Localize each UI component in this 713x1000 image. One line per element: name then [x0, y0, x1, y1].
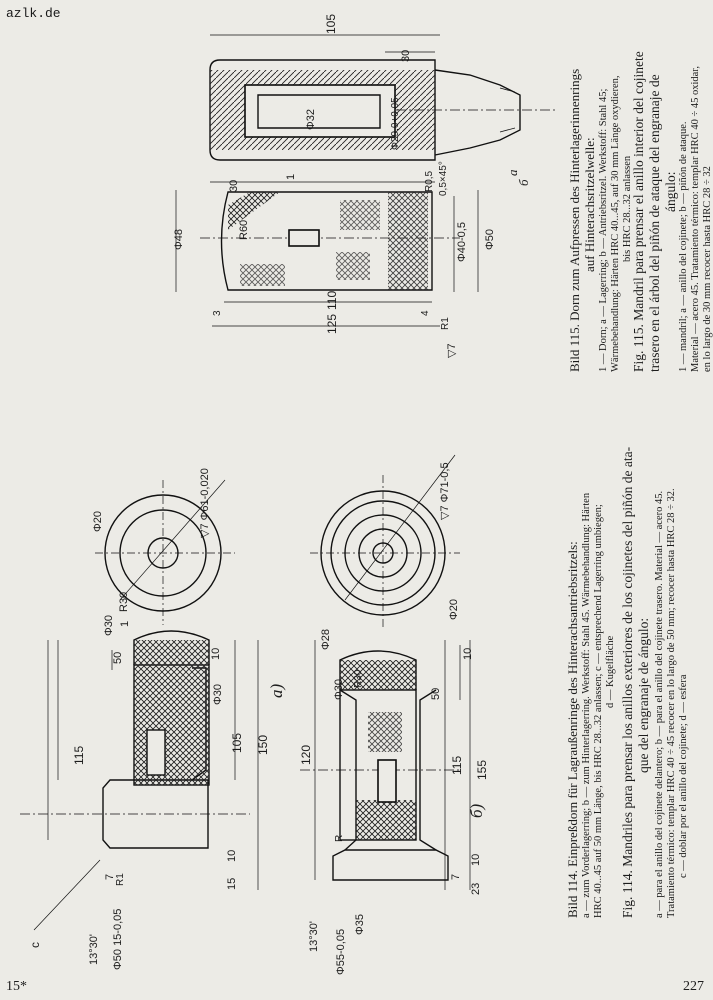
dim-115-phi50: Φ50	[484, 228, 496, 250]
dim-a-c: c	[28, 942, 42, 948]
label-115-b: б	[516, 179, 531, 186]
dim-a-150: 150	[256, 734, 270, 755]
dim-b-outer: ▽7 Φ71-0,5	[439, 462, 451, 520]
fig114-legend-es-3: c — doblar por el anillo del cojinete; d…	[678, 674, 689, 878]
dim-b-phi28: Φ28	[320, 628, 332, 650]
dim-a-one: 1	[119, 620, 131, 627]
dim-a-outer: ▽7 Φ61-0,020	[199, 468, 211, 538]
dim-a-phi30: Φ30	[103, 614, 115, 636]
dim-115-phi40: Φ40-0,5	[456, 222, 468, 262]
dim-b-50: 50	[430, 687, 442, 700]
section-b	[310, 454, 460, 630]
fig115-title-es-1: Fig. 115. Mandril para prensar el anillo…	[631, 51, 646, 372]
fig115-caption-es: Fig. 115. Mandril para prensar el anillo…	[631, 51, 679, 372]
fig114-legend-de: a — zum Vorderlagerring; b — zum Hinterl…	[581, 493, 617, 918]
dim-b-120: 120	[299, 744, 313, 765]
fig114-legend-de-2: HRC 40...45 auf 50 mm Länge, bis HRC 28.…	[593, 504, 604, 918]
dim-a-10: 10	[210, 647, 222, 660]
dim-115-30b: 30	[228, 179, 240, 192]
dim-a-angle: 13°30'	[88, 934, 100, 965]
label-b: б)	[467, 803, 486, 818]
label-115-a: a	[505, 169, 520, 177]
dim-b-angle: 13°30'	[308, 921, 320, 952]
dim-b-r: R	[334, 834, 345, 842]
dim-115-phi32: Φ32	[305, 108, 317, 130]
mandrel-a	[20, 630, 259, 931]
dim-115-30a: 30	[400, 49, 412, 62]
fig114-legend-es-2: Tratamiento térmico: templar HRC 40 ÷ 45…	[666, 488, 677, 918]
fig114-caption-de: Bild 114. Einpreßdorn für Lagraußenringe…	[565, 541, 580, 918]
page-number-right: 227	[683, 979, 704, 994]
fig115-title-es-2: trasero en el árbol del piñón de ataque …	[647, 74, 662, 372]
fig115-legend-es: 1 — mandril; a — anillo del cojinete; b …	[678, 66, 713, 372]
fig114-legend-de-3: d — Kugelfläche	[605, 635, 616, 708]
dim-a-r30: R30	[118, 591, 130, 612]
dim-a-dia: Φ50 15-0,05	[112, 908, 124, 970]
dim-115-r60: R60	[238, 219, 250, 240]
dim-a-ball: Φ20	[92, 510, 104, 532]
dim-b-ball: Φ20	[448, 598, 460, 620]
dim-b-115: 115	[450, 755, 464, 775]
dim-a-phi30b: Φ30	[212, 683, 224, 705]
mandrel-b	[300, 640, 471, 890]
section-a	[95, 479, 235, 625]
dim-b-23: 23	[470, 882, 482, 895]
fig115-title-es-3: ángulo:	[663, 171, 678, 213]
dim-a-115: 115	[72, 745, 86, 765]
dim-115-v7: ▽7	[446, 343, 458, 358]
dim-115-105: 105	[324, 13, 338, 34]
dim-b-phi30: Φ30	[333, 678, 345, 700]
dim-115-r05: R0,5	[424, 170, 435, 192]
fig114-title-es-2: que del engranaje de ángulo:	[636, 617, 651, 773]
dim-115-c05: 0,5×45°	[438, 161, 449, 196]
fig114-title-es-1: Fig. 114. Mandriles para prensar los ani…	[620, 446, 635, 918]
fig114-legend-es: a — para el anillo del cojinete delanter…	[654, 488, 690, 918]
label-a: a)	[267, 683, 286, 698]
dim-115-110: 110	[325, 290, 339, 310]
dim-115-4: 4	[420, 310, 431, 316]
dim-115-3: 3	[212, 310, 223, 316]
fig115-legend-es-3: en lo largo de 30 mm recocer hasta HRC 2…	[702, 166, 713, 372]
dim-115-phi290: Φ29,0+0,05	[390, 97, 401, 150]
fig114-legend-es-1: a — para el anillo del cojinete delanter…	[654, 490, 665, 918]
dim-a-105: 105	[230, 732, 244, 753]
dim-b-r30: R30	[353, 669, 364, 688]
dim-a-50: 50	[112, 651, 124, 664]
fig115-title-de-2: auf Hinterachsritzelwelle:	[582, 137, 597, 272]
fig115-caption-de: Bild 115. Dorn zum Aufpressen des Hinter…	[567, 69, 597, 372]
fig115-legend-de-2: Wärmebehandlung: Härten HRC 40...45, auf…	[610, 75, 621, 372]
dim-b-10: 10	[462, 647, 474, 660]
dim-a-r1: R1	[115, 873, 126, 886]
dim-115-phi48: Φ48	[173, 228, 185, 250]
dim-b-10b: 10	[470, 853, 482, 866]
fig114-caption-es: Fig. 114. Mandriles para prensar los ani…	[620, 447, 652, 918]
dim-115-r1: R1	[440, 317, 451, 330]
fig114-title-de: Bild 114. Einpreßdorn für Lagraußenringe…	[565, 541, 580, 918]
fig115-legend-es-1: 1 — mandril; a — anillo del cojinete; b …	[678, 121, 689, 372]
dim-b-155: 155	[475, 759, 489, 780]
dim-115-125: 125	[325, 313, 339, 334]
watermark: azlk.de	[6, 6, 61, 21]
fig115-drawing	[175, 34, 555, 327]
label-115-one: 1	[285, 173, 297, 180]
fig115-title-de-1: Bild 115. Dorn zum Aufpressen des Hinter…	[567, 68, 582, 372]
fig114-legend-de-1: a — zum Vorderlagerring; b — zum Hinterl…	[581, 492, 592, 918]
fig115-legend-de: 1 — Dorn; a — Lagerring; b — Antriebsrit…	[598, 75, 634, 372]
dim-b-chamfer: 7	[450, 873, 462, 880]
fig115-legend-es-2: Material — acero 45. Tratamiento térmico…	[690, 66, 701, 372]
fig115-legend-de-1: 1 — Dorn; a — Lagerring; b — Antriebsrit…	[598, 88, 609, 372]
dim-b-dia: Φ55-0,05	[335, 928, 347, 975]
dim-a-15: 15	[226, 877, 238, 890]
page-number-left: 15*	[6, 979, 27, 994]
dim-a-10b: 10	[226, 849, 238, 862]
dim-b-phi35: Φ35	[354, 913, 366, 935]
